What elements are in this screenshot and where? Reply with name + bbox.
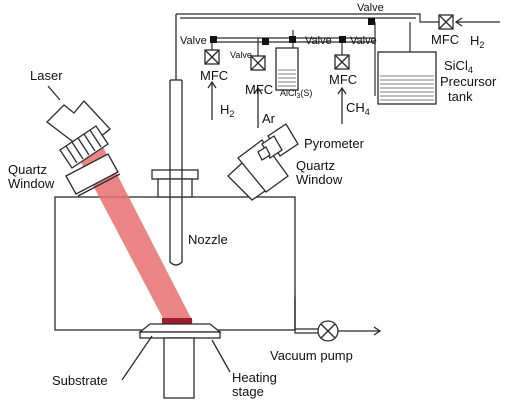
nozzle-label: Nozzle	[188, 232, 228, 247]
valve-4-symbol	[339, 36, 346, 43]
quartz-window-right-label-1: Quartz	[296, 158, 335, 173]
pyrometer	[257, 123, 299, 161]
mfc-h2-symbol	[204, 49, 220, 65]
heating-stage-label-2: stage	[232, 384, 264, 399]
gas-ch4-label: CH4	[346, 100, 370, 117]
valve-top-label: Valve	[357, 2, 384, 14]
mfc-right-symbol	[438, 14, 454, 30]
laser-head	[46, 100, 111, 169]
mfc-ch4-symbol	[334, 54, 350, 70]
valve-top-symbol	[368, 18, 375, 25]
alcl3-bubbler	[275, 47, 299, 91]
mfc-right-label: MFC	[431, 32, 459, 47]
valve-2-symbol	[262, 38, 269, 45]
heating-stage	[138, 323, 222, 399]
heating-stage-label-1: Heating	[232, 370, 277, 385]
substrate-label: Substrate	[52, 373, 108, 388]
precursor-tank-label-2: Precursor	[440, 74, 497, 89]
laser-spot	[162, 318, 192, 325]
heating-stage-pointer	[211, 339, 231, 373]
alcl3-label: AlCl3(S)	[280, 88, 312, 100]
precursor-tank	[377, 51, 437, 105]
quartz-window-left-label-1: Quartz	[8, 162, 47, 177]
gas-ar-label: Ar	[262, 111, 276, 126]
quartz-window-right	[227, 139, 289, 201]
center-port	[151, 169, 199, 198]
substrate-pointer	[121, 335, 153, 381]
gas-h2-left-label: H2	[220, 102, 234, 119]
gas-manifold	[176, 13, 500, 128]
valve-4-label: Valve	[350, 35, 377, 47]
mfc-ch4-label: MFC	[329, 72, 357, 87]
nozzle	[169, 14, 183, 266]
valve-1-symbol	[210, 36, 217, 43]
precursor-tank-label-3: tank	[448, 89, 473, 104]
laser-label: Laser	[30, 68, 63, 83]
valve-3-symbol	[289, 36, 296, 43]
mfc-ar-label: MFC	[245, 82, 273, 97]
vacuum-pump-label: Vacuum pump	[270, 348, 353, 363]
laser-pointer	[47, 85, 61, 101]
mfc-ar-symbol	[250, 55, 266, 71]
laser-beam	[77, 145, 193, 322]
precursor-tank-label-1: SiCl4	[444, 58, 473, 75]
vacuum-line	[294, 295, 382, 342]
valve-2-label: Valve	[230, 50, 252, 60]
mfc-h2-label: MFC	[200, 68, 228, 83]
quartz-window-left-label-2: Window	[8, 176, 55, 191]
valve-3-label: Valve	[305, 35, 332, 47]
valve-1-label: Valve	[180, 35, 207, 47]
gas-h2-right-label: H2	[470, 33, 484, 50]
pyrometer-label: Pyrometer	[304, 136, 365, 151]
quartz-window-right-label-2: Window	[296, 172, 343, 187]
quartz-window-left	[65, 153, 121, 197]
